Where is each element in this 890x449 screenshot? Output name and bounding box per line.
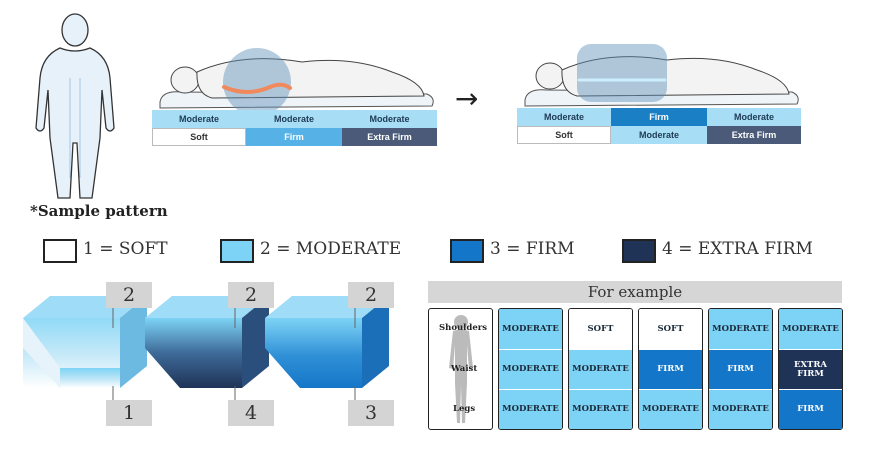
example-cell: FIRM <box>639 349 702 389</box>
legend-swatch-moderate <box>220 239 254 263</box>
example-cell: MODERATE <box>709 309 772 349</box>
mattress-after-segment-1: Moderate Soft <box>517 108 611 144</box>
example-cell: MODERATE <box>499 349 562 389</box>
example-cell: MODERATE <box>499 309 562 349</box>
row-label-legs: Legs <box>453 404 476 414</box>
block-3-top-callout: 2 <box>348 282 394 308</box>
example-cell: SOFT <box>639 309 702 349</box>
mattress-after: Moderate Soft Firm Moderate Moderate Ext… <box>517 108 801 144</box>
legend-label-moderate: 2 = MODERATE <box>260 239 402 259</box>
mattress-after-segment-2: Firm Moderate <box>611 108 707 144</box>
block-1-top-callout: 2 <box>106 282 152 308</box>
row-label-waist: Waist <box>451 364 478 374</box>
example-cell: MODERATE <box>569 389 632 429</box>
sleeper-after-illustration <box>524 44 799 107</box>
mattress-before: Moderate Soft Moderate Firm Moderate Ext… <box>152 110 437 146</box>
example-column-2: SOFT MODERATE MODERATE <box>568 308 633 430</box>
legend-label-soft: 1 = SOFT <box>83 239 168 259</box>
example-cell: EXTRA FIRM <box>779 349 842 389</box>
example-cell: FIRM <box>779 389 842 429</box>
foam-block-3 <box>265 296 389 388</box>
foam-blocks <box>23 293 389 418</box>
body-zone-column: Shoulders Waist Legs <box>428 308 493 430</box>
example-column-5: MODERATE EXTRA FIRM FIRM <box>778 308 843 430</box>
block-3-bottom-callout: 3 <box>348 400 394 426</box>
example-column-3: SOFT FIRM MODERATE <box>638 308 703 430</box>
block-2-top-callout: 2 <box>228 282 274 308</box>
legend-swatch-firm <box>450 239 484 263</box>
legend-swatch-extra-firm <box>622 239 656 263</box>
example-cell: MODERATE <box>779 309 842 349</box>
block-2-bottom-callout: 4 <box>228 400 274 426</box>
sample-pattern-label: *Sample pattern <box>30 202 168 220</box>
example-cell: FIRM <box>709 349 772 389</box>
mattress-before-segment-1: Moderate Soft <box>152 110 246 146</box>
body-figure-icon <box>449 315 473 423</box>
mattress-before-segment-3: Moderate Extra Firm <box>342 110 437 146</box>
arrow-right-icon: → <box>455 82 479 115</box>
legend-label-firm: 3 = FIRM <box>490 239 575 259</box>
foam-block-1 <box>23 296 147 388</box>
foam-block-2 <box>145 296 269 388</box>
block-1-bottom-callout: 1 <box>106 400 152 426</box>
example-title: For example <box>428 281 842 303</box>
example-column-4: MODERATE FIRM MODERATE <box>708 308 773 430</box>
row-label-shoulders: Shoulders <box>439 323 488 333</box>
person-silhouette-icon <box>35 13 115 199</box>
example-cell: MODERATE <box>709 389 772 429</box>
mattress-before-segment-2: Moderate Firm <box>246 110 342 146</box>
legend-label-extra-firm: 4 = EXTRA FIRM <box>662 239 813 259</box>
example-column-1: MODERATE MODERATE MODERATE <box>498 308 563 430</box>
mattress-after-segment-3: Moderate Extra Firm <box>707 108 801 144</box>
sleeper-before-illustration <box>159 48 434 112</box>
example-cell: MODERATE <box>569 349 632 389</box>
example-cell: MODERATE <box>639 389 702 429</box>
legend-swatch-soft <box>43 239 77 263</box>
example-cell: MODERATE <box>499 389 562 429</box>
example-cell: SOFT <box>569 309 632 349</box>
